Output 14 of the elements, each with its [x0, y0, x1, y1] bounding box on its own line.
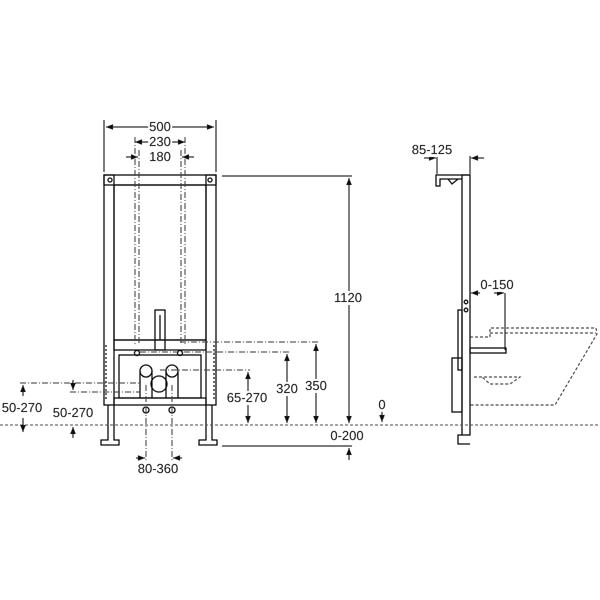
- dimension-label: 350: [304, 379, 328, 393]
- dimension-label: 0: [377, 398, 387, 412]
- dimension-label: 180: [148, 150, 172, 164]
- dimension-label: 0-150: [479, 278, 515, 292]
- dimension-label: 500: [148, 120, 172, 134]
- dimension-label: 230: [148, 135, 172, 149]
- dimension-label: 80-360: [136, 462, 180, 476]
- dimension-label: 65-270: [226, 391, 268, 405]
- dimension-label: 0-200: [329, 429, 365, 443]
- dimension-label: 85-125: [410, 143, 454, 157]
- dimension-label: 1120: [333, 291, 363, 305]
- dimension-label: 50-270: [0, 401, 44, 415]
- dimension-label: 50-270: [52, 406, 94, 420]
- dimension-label: 320: [275, 382, 299, 396]
